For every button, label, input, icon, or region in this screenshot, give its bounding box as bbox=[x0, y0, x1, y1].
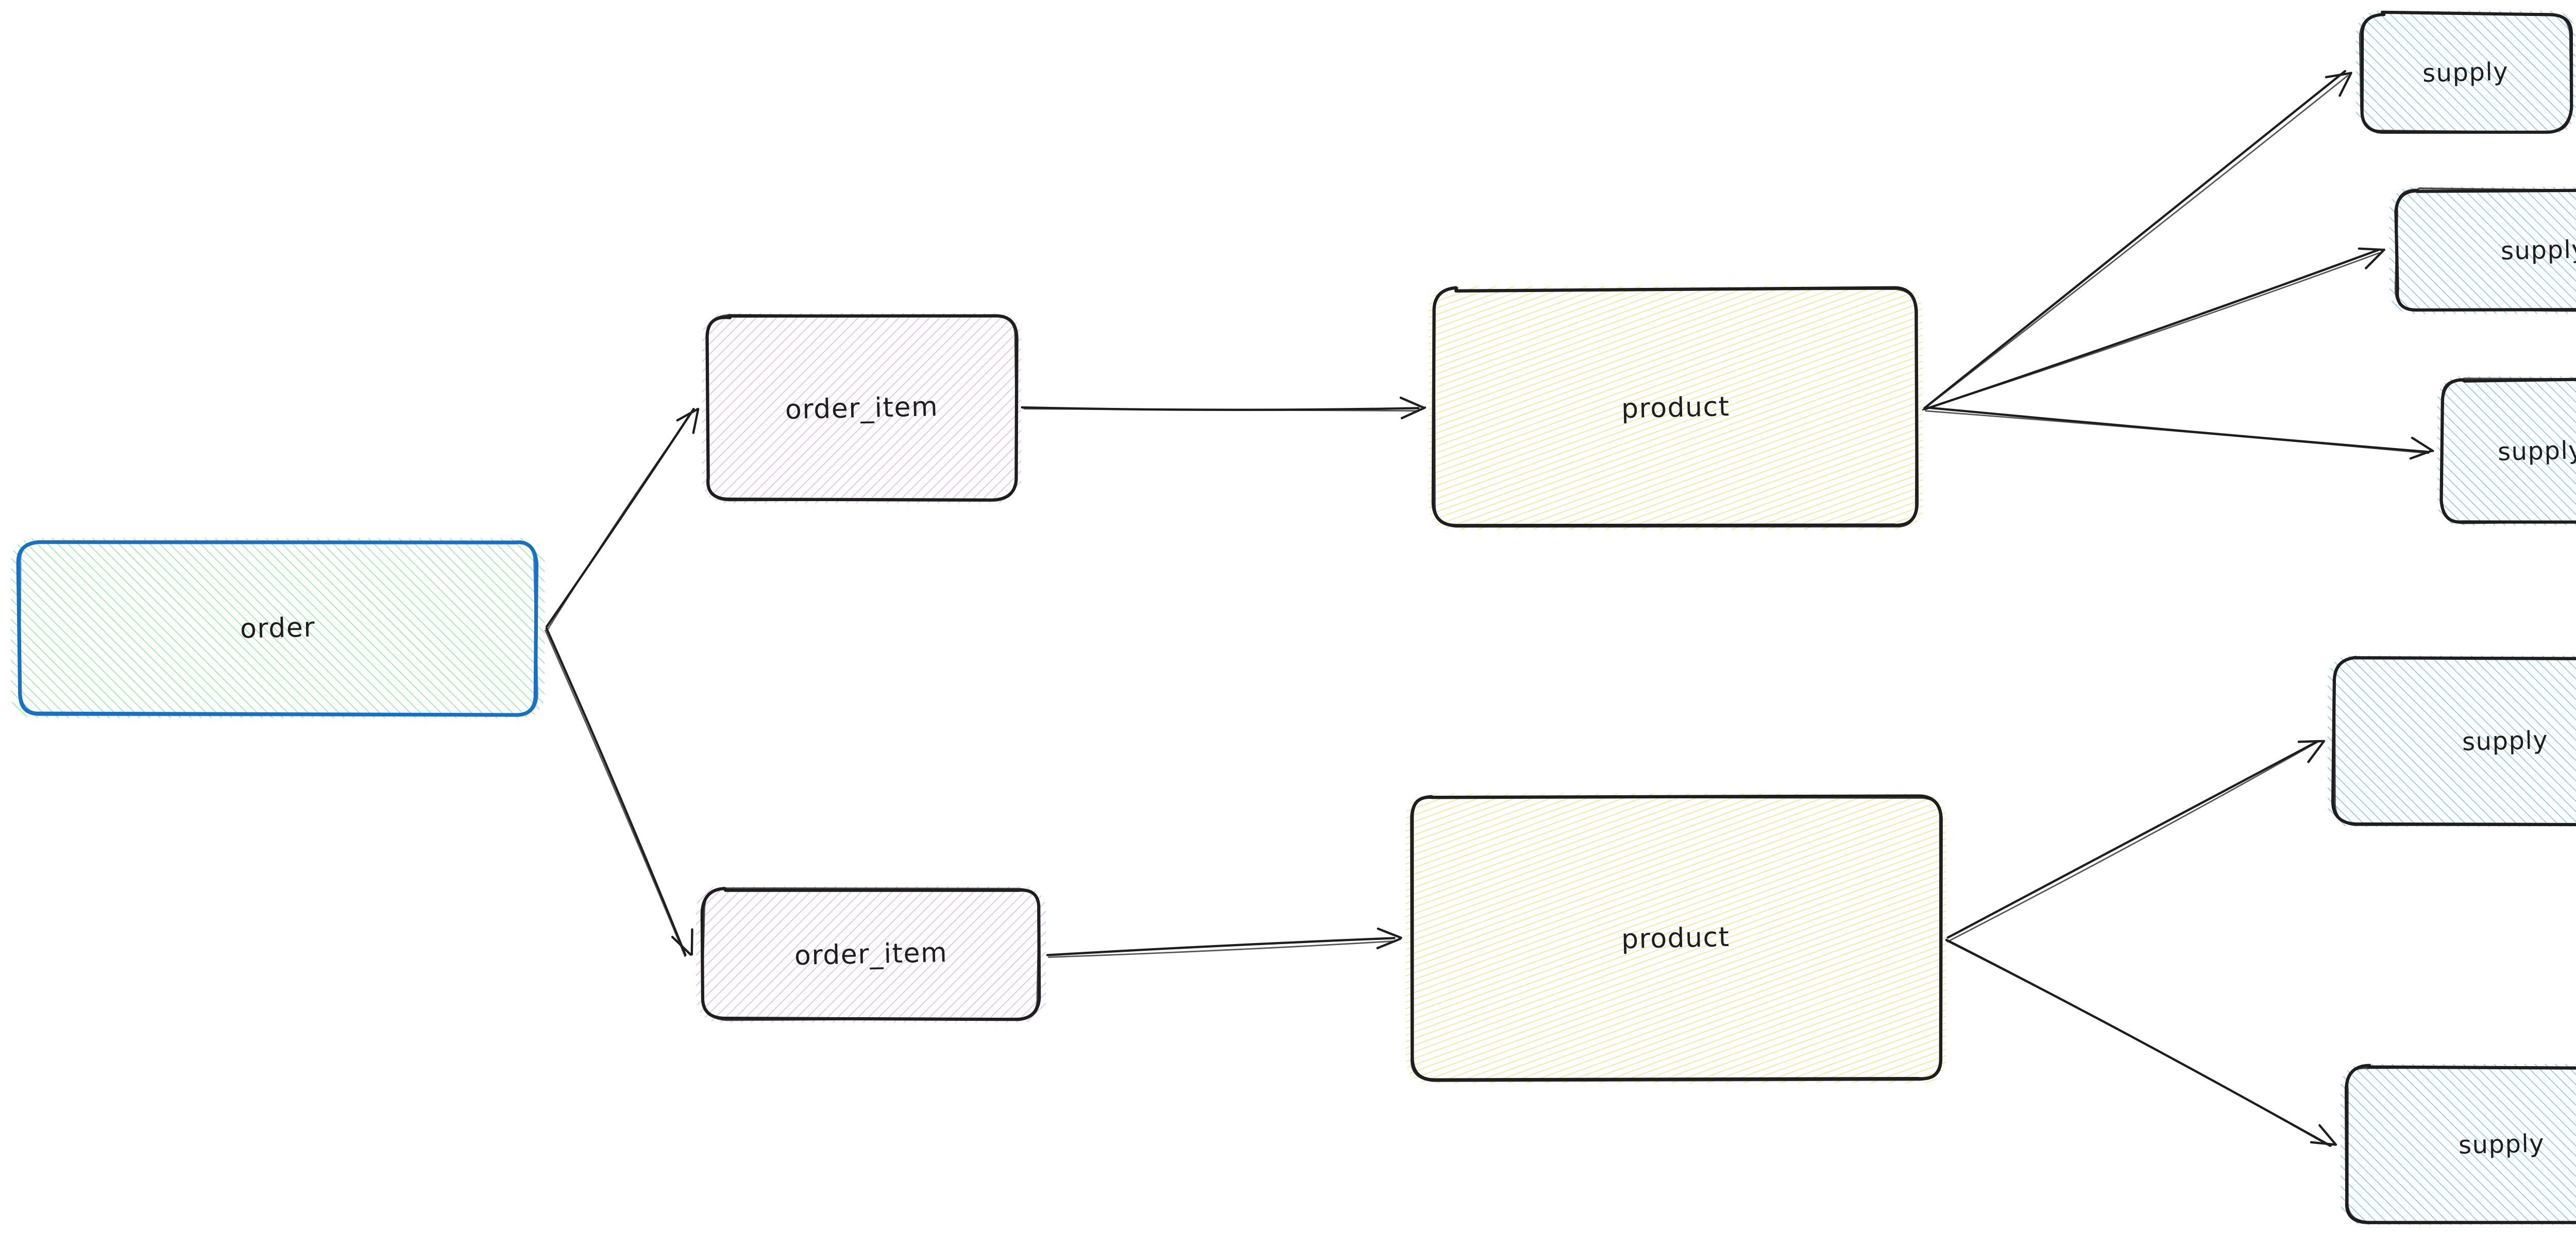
node-supply_5[interactable]: supply bbox=[2339, 1063, 2576, 1226]
edge-product_1-to-supply_2 bbox=[1922, 247, 2385, 410]
edge-product_1-to-supply_1 bbox=[1922, 70, 2352, 410]
edge-order_item_2-to-product_2 bbox=[1046, 927, 1402, 958]
node-label: order bbox=[240, 611, 316, 645]
node-label: order_item bbox=[785, 391, 939, 425]
node-label: supply bbox=[2458, 1129, 2546, 1160]
node-label: supply bbox=[2422, 57, 2510, 88]
edge-product_2-to-supply_4 bbox=[1946, 740, 2326, 943]
node-product_2[interactable]: product bbox=[1404, 792, 1947, 1085]
node-order[interactable]: order bbox=[9, 537, 546, 720]
edge-order-to-order_item_2 bbox=[545, 627, 693, 957]
node-supply_1[interactable]: supply bbox=[2354, 9, 2576, 135]
node-label: product bbox=[1621, 921, 1731, 955]
node-product_1[interactable]: product bbox=[1427, 285, 1924, 531]
node-supply_2[interactable]: supply bbox=[2388, 185, 2576, 315]
node-order_item_1[interactable]: order_item bbox=[701, 312, 1023, 505]
node-label: supply bbox=[2500, 235, 2576, 266]
edge-product_1-to-supply_3 bbox=[1924, 406, 2434, 460]
node-label: supply bbox=[2497, 435, 2576, 467]
node-label: order_item bbox=[794, 937, 948, 972]
node-label: supply bbox=[2462, 726, 2549, 757]
node-supply_4[interactable]: supply bbox=[2326, 654, 2576, 828]
node-supply_3[interactable]: supply bbox=[2436, 375, 2576, 527]
edge-order-to-order_item_1 bbox=[545, 407, 700, 631]
node-order_item_2[interactable]: order_item bbox=[694, 885, 1047, 1024]
edge-product_2-to-supply_5 bbox=[1945, 938, 2337, 1147]
edge-order_item_1-to-product_1 bbox=[1021, 397, 1427, 420]
node-label: product bbox=[1621, 391, 1731, 425]
